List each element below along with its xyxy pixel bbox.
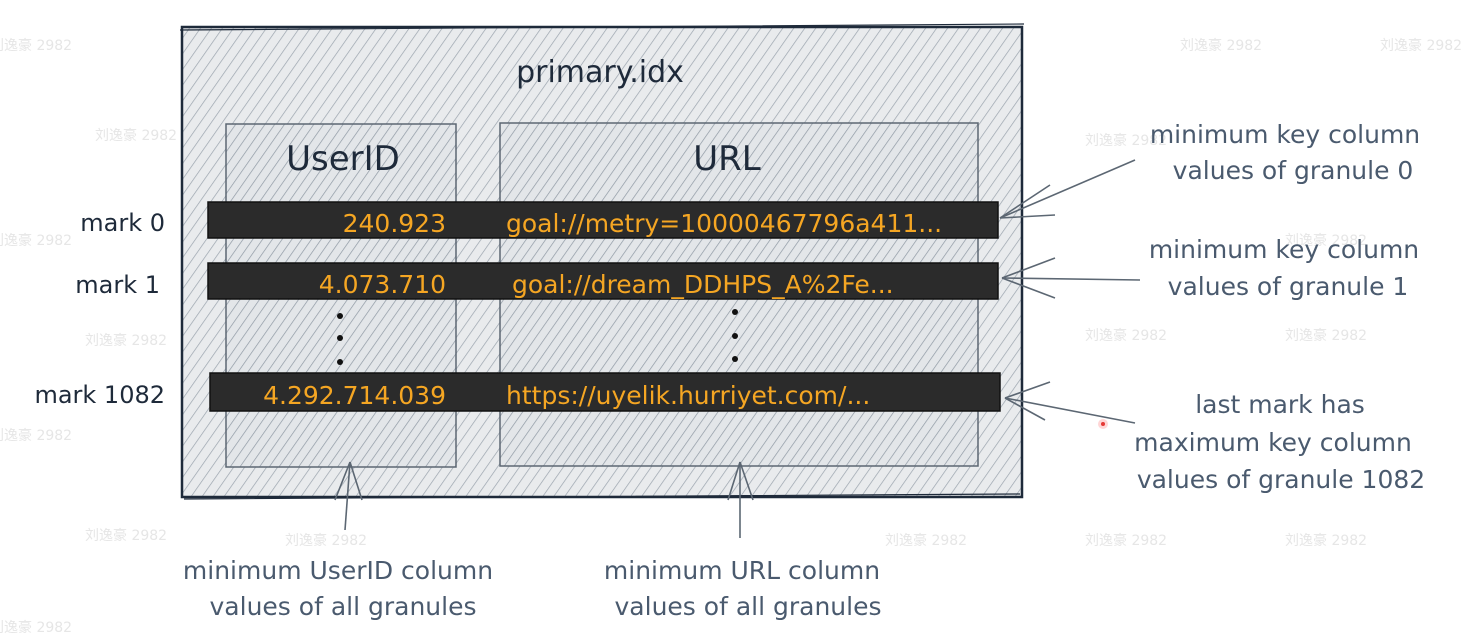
annotation-granule1-line1: minimum key column	[1149, 235, 1419, 264]
mark-row: mark 0 240.923 goal://metry=10000467796a…	[80, 201, 999, 239]
watermark: 刘逸豪 2982	[1085, 533, 1167, 549]
userid-value: 4.292.714.039	[263, 381, 446, 410]
url-value: goal://dream_DDHPS_A%2Fe...	[512, 270, 894, 299]
watermark: 刘逸豪 2982	[0, 620, 72, 636]
watermark: 刘逸豪 2982	[1085, 133, 1167, 149]
mark-label: mark 1	[75, 271, 160, 299]
watermark: 刘逸豪 2982	[95, 128, 177, 144]
userid-column-header: UserID	[286, 139, 400, 179]
annotation-granule0-line2: values of granule 0	[1173, 156, 1414, 185]
mark-label: mark 1082	[34, 381, 165, 409]
watermark: 刘逸豪 2982	[85, 528, 167, 544]
annotation-last-line2: maximum key column	[1134, 428, 1412, 457]
url-column-header: URL	[693, 139, 761, 179]
annotation-last-line1: last mark has	[1195, 390, 1365, 419]
annotation-userid-line1: minimum UserID column	[183, 556, 493, 585]
watermark: 刘逸豪 2982	[1180, 38, 1262, 54]
watermark: 刘逸豪 2982	[0, 428, 72, 444]
annotation-url-line1: minimum URL column	[604, 556, 880, 585]
watermark: 刘逸豪 2982	[1285, 233, 1367, 249]
watermark: 刘逸豪 2982	[1285, 533, 1367, 549]
url-value: https://uyelik.hurriyet.com/...	[506, 381, 870, 410]
mark-label: mark 0	[80, 209, 165, 237]
watermark: 刘逸豪 2982	[0, 38, 72, 54]
annotation-granule1-line2: values of granule 1	[1168, 272, 1409, 301]
mark-row: mark 1 4.073.710 goal://dream_DDHPS_A%2F…	[75, 262, 999, 300]
userid-value: 4.073.710	[319, 270, 446, 299]
file-title: primary.idx	[516, 55, 684, 90]
ellipsis-dots	[337, 309, 738, 365]
watermark: 刘逸豪 2982	[85, 333, 167, 349]
watermark: 刘逸豪 2982	[285, 533, 367, 549]
cursor-dot-center	[1101, 422, 1105, 426]
watermark: 刘逸豪 2982	[1085, 328, 1167, 344]
userid-value: 240.923	[343, 209, 446, 238]
watermark: 刘逸豪 2982	[0, 233, 72, 249]
watermark: 刘逸豪 2982	[1285, 328, 1367, 344]
url-value: goal://metry=10000467796a411...	[506, 209, 942, 238]
watermark: 刘逸豪 2982	[885, 533, 967, 549]
watermark-layer: 刘逸豪 2982 刘逸豪 2982 刘逸豪 2982 刘逸豪 2982 刘逸豪 …	[0, 38, 1462, 636]
annotation-last-line3: values of granule 1082	[1137, 465, 1425, 494]
mark-row: mark 1082 4.292.714.039 https://uyelik.h…	[34, 372, 1001, 412]
watermark: 刘逸豪 2982	[1380, 38, 1462, 54]
annotation-arrows	[334, 159, 1141, 538]
annotation-url-line2: values of all granules	[615, 592, 882, 621]
annotation-granule0-line1: minimum key column	[1150, 120, 1420, 149]
annotation-userid-line2: values of all granules	[210, 592, 477, 621]
